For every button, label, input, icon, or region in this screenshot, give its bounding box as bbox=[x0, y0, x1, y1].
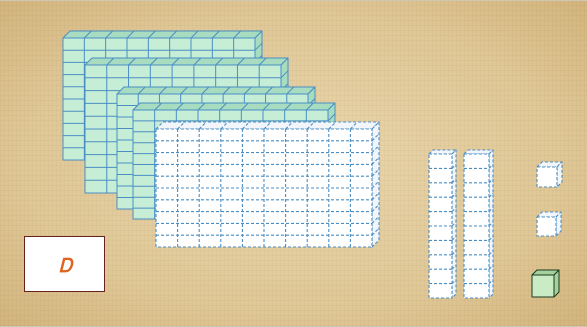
label-box: Ꭰ bbox=[24, 236, 105, 292]
ten-rod-2 bbox=[464, 150, 493, 298]
unit-cube-2 bbox=[537, 212, 561, 236]
ten-rod-1 bbox=[429, 150, 456, 298]
unit-cube-3 bbox=[532, 270, 559, 297]
unit-cube-1 bbox=[537, 162, 562, 187]
label-text: Ꭰ bbox=[59, 250, 70, 278]
hundred-flat-5 bbox=[156, 122, 379, 247]
